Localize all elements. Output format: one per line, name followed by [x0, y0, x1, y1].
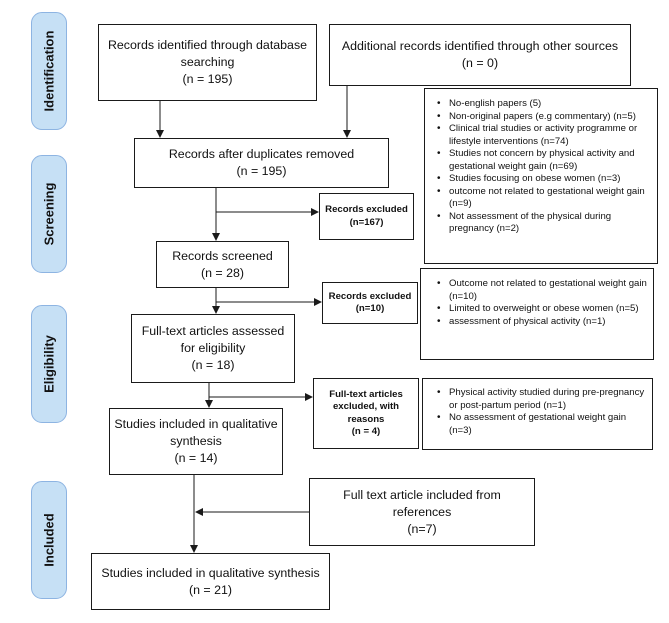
- box-qualitative-21-line1: Studies included in qualitative synthesi…: [101, 565, 320, 580]
- reason-item: Outcome not related to gestational weigh…: [437, 278, 647, 303]
- box-full-text-excluded-line1: Full-text articles: [329, 388, 403, 400]
- box-screened: Records screened (n = 28): [156, 241, 289, 288]
- box-other-sources-count: (n = 0): [461, 56, 499, 70]
- box-full-text-excluded-line2: excluded, with: [332, 401, 400, 412]
- box-db-search: Records identified through database sear…: [98, 24, 317, 101]
- reasons-box-2: Outcome not related to gestational weigh…: [420, 268, 654, 360]
- box-full-text-line2: for eligibility: [180, 341, 246, 355]
- box-db-search-line1: Records identified through database: [107, 38, 308, 52]
- reasons-list-3: Physical activity studied during pre-pre…: [431, 387, 646, 437]
- reason-item: outcome not related to gestational weigh…: [437, 186, 651, 211]
- reason-item: Physical activity studied during pre-pre…: [437, 387, 646, 412]
- box-after-duplicates-count: (n = 195): [236, 164, 287, 178]
- box-full-text-line1: Full-text articles assessed: [141, 324, 285, 338]
- box-from-references-count: (n=7): [407, 521, 437, 536]
- box-records-excluded-2: Records excluded (n=10): [322, 282, 418, 324]
- box-qualitative-14-line2: synthesis: [170, 434, 222, 448]
- reasons-list-1: No-english papers (5) Non-original paper…: [431, 98, 651, 236]
- box-full-text-count: (n = 18): [191, 358, 235, 372]
- box-qualitative-14: Studies included in qualitative synthesi…: [109, 408, 283, 475]
- stage-included: Included: [31, 481, 67, 599]
- box-from-references-line1: Full text article included from: [343, 487, 501, 502]
- reason-item: Non-original papers (e.g commentary) (n=…: [437, 111, 651, 124]
- reason-item: Limited to overweight or obese women (n=…: [437, 303, 647, 316]
- stage-eligibility: Eligibility: [31, 305, 67, 423]
- reasons-box-3: Physical activity studied during pre-pre…: [422, 378, 653, 450]
- box-full-text-excluded-count: (n = 4): [351, 426, 381, 437]
- reasons-box-1: No-english papers (5) Non-original paper…: [424, 88, 658, 264]
- reasons-list-2: Outcome not related to gestational weigh…: [431, 278, 647, 328]
- stage-identification: Identification: [31, 12, 67, 130]
- box-from-references: Full text article included from referenc…: [309, 478, 535, 546]
- reason-item: Not assessment of the physical during pr…: [437, 211, 651, 236]
- box-qualitative-21: Studies included in qualitative synthesi…: [91, 553, 330, 610]
- box-other-sources: Additional records identified through ot…: [329, 24, 631, 86]
- box-from-references-line2: references: [392, 504, 452, 519]
- box-screened-line1: Records screened: [172, 248, 273, 263]
- box-db-search-count: (n = 195): [182, 72, 233, 86]
- box-full-text-excluded-line3: reasons: [347, 413, 385, 425]
- box-records-excluded-1-count: (n=167): [349, 216, 384, 228]
- stage-screening: Screening: [31, 155, 67, 273]
- box-qualitative-21-count: (n = 21): [188, 582, 233, 597]
- reason-item: No assessment of gestational weight gain…: [437, 412, 646, 437]
- reason-item: assessment of physical activity (n=1): [437, 316, 647, 329]
- box-qualitative-14-count: (n = 14): [174, 451, 218, 465]
- box-records-excluded-2-label: Records excluded: [328, 290, 412, 302]
- box-full-text-excluded: Full-text articles excluded, with reason…: [313, 378, 419, 449]
- box-records-excluded-2-count: (n=10): [355, 303, 385, 314]
- reason-item: No-english papers (5): [437, 98, 651, 111]
- box-after-duplicates-line1: Records after duplicates removed: [168, 147, 355, 161]
- box-records-excluded-1-label: Records excluded: [325, 204, 408, 215]
- box-db-search-line2: searching: [180, 55, 235, 69]
- reason-item: Studies focusing on obese women (n=3): [437, 173, 651, 186]
- reason-item: Clinical trial studies or activity progr…: [437, 123, 651, 148]
- box-full-text: Full-text articles assessed for eligibil…: [131, 314, 295, 383]
- box-after-duplicates: Records after duplicates removed (n = 19…: [134, 138, 389, 188]
- box-qualitative-14-line1: Studies included in qualitative: [114, 417, 278, 431]
- box-other-sources-line1: Additional records identified through ot…: [341, 39, 619, 53]
- box-screened-count: (n = 28): [200, 265, 245, 280]
- reason-item: Studies not concern by physical activity…: [437, 148, 651, 173]
- box-records-excluded-1: Records excluded (n=167): [319, 193, 414, 240]
